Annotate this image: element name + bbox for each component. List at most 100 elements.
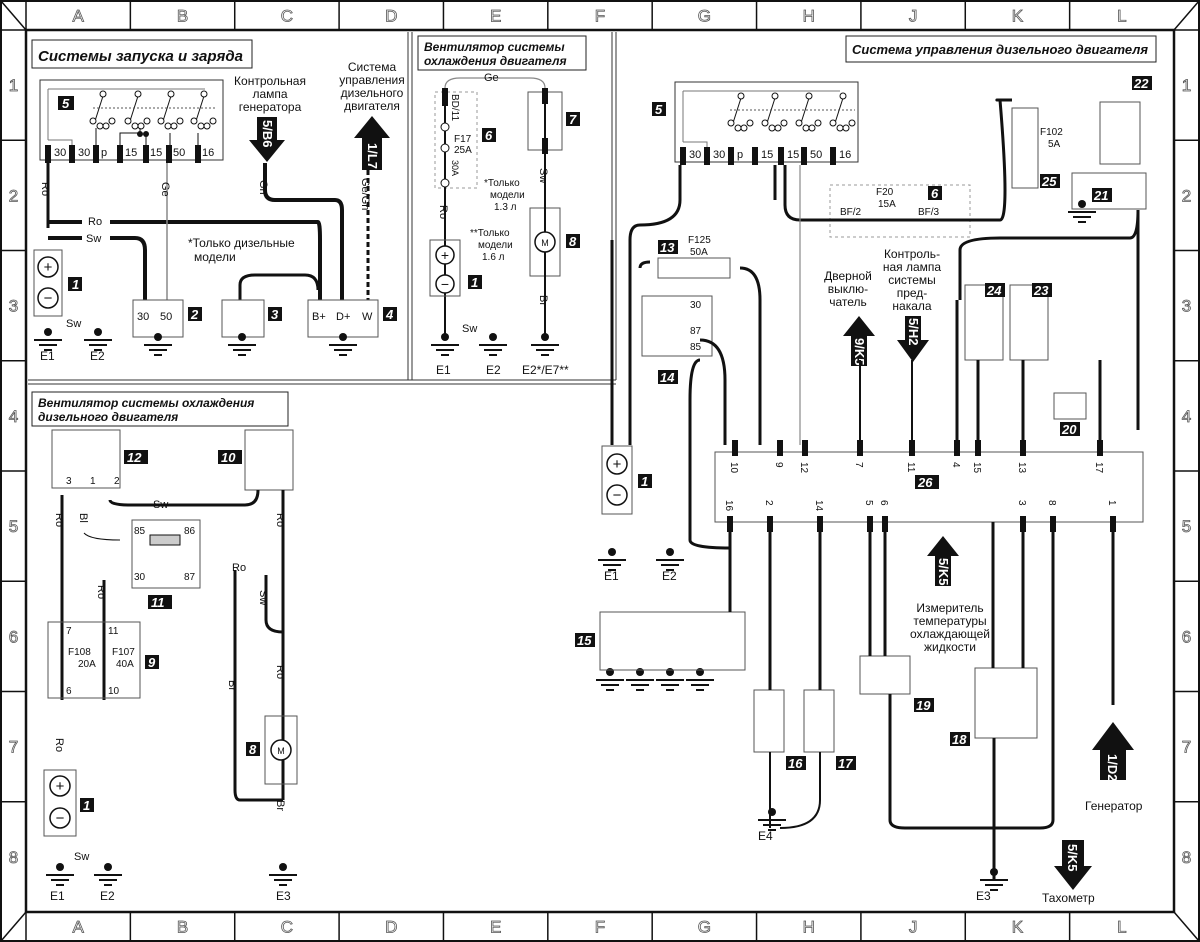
svg-text:Sw: Sw (74, 851, 89, 863)
terminal-label: 30 (689, 149, 701, 161)
svg-text:+: + (441, 247, 449, 263)
svg-text:Sw: Sw (86, 233, 101, 245)
svg-text:Ro: Ro (39, 182, 51, 196)
svg-text:1: 1 (641, 474, 648, 489)
wires-start (46, 163, 370, 300)
note-diesel: *Только дизельные модели (188, 236, 295, 264)
svg-text:15A: 15A (878, 199, 896, 210)
ecu-pin-label: 1 (1106, 500, 1117, 506)
grid-column-label: L (1117, 918, 1126, 937)
ecu-pin (1020, 440, 1026, 456)
svg-text:5/H2: 5/H2 (906, 318, 921, 345)
svg-text:25: 25 (1041, 174, 1057, 189)
terminal-label: 16 (202, 147, 214, 159)
svg-text:пред-: пред- (897, 286, 928, 300)
ecu-pin-label: 5 (863, 500, 874, 506)
section-dividers (28, 32, 617, 385)
svg-text:24: 24 (986, 283, 1002, 298)
grid-row-label: 1 (9, 76, 18, 95)
grid-column-label: E (490, 7, 501, 26)
grid-row-label: 4 (1182, 407, 1191, 426)
grid-column-label: G (698, 7, 711, 26)
svg-text:Ro: Ro (95, 585, 107, 599)
svg-text:10: 10 (221, 450, 236, 465)
badge-1 (68, 277, 82, 291)
svg-text:*Только: *Только (484, 178, 520, 189)
svg-text:87: 87 (690, 326, 702, 337)
ecu-pin (909, 440, 915, 456)
svg-text:Ro: Ro (53, 513, 65, 527)
svg-text:D+: D+ (336, 311, 350, 323)
svg-text:1/D2: 1/D2 (1105, 754, 1120, 781)
arrow-tacho (1054, 840, 1092, 890)
section-title: Вентилятор системы (424, 40, 565, 54)
grid-column-label: D (385, 7, 397, 26)
grid-column-label: H (803, 7, 815, 26)
ecu-pin-label: 15 (971, 462, 982, 474)
svg-text:15: 15 (577, 633, 592, 648)
svg-text:Ro: Ro (274, 665, 286, 679)
svg-text:охлаждения двигателя: охлаждения двигателя (424, 54, 567, 68)
svg-text:M: M (541, 238, 549, 248)
grid-row-label: 7 (9, 738, 18, 757)
svg-text:E4: E4 (758, 829, 773, 843)
svg-text:*Только дизельные: *Только дизельные (188, 236, 295, 250)
svg-text:M: M (277, 746, 285, 756)
svg-text:Ro: Ro (53, 738, 65, 752)
ecu-pin-label: 6 (878, 500, 889, 506)
svg-text:1.3 л: 1.3 л (494, 202, 517, 213)
svg-text:20A: 20A (78, 659, 96, 670)
svg-text:лампа: лампа (252, 87, 287, 101)
svg-text:3: 3 (66, 476, 72, 487)
svg-text:жидкости: жидкости (924, 640, 976, 654)
svg-text:−: − (441, 276, 449, 292)
svg-text:Sw: Sw (257, 590, 269, 605)
terminal-label: 16 (839, 149, 851, 161)
svg-text:BD/11: BD/11 (449, 94, 460, 121)
ecu-pin-label: 16 (723, 500, 734, 512)
svg-text:−: − (613, 487, 622, 504)
section-diesel-control: Система управления дизельного двигателя … (575, 35, 1157, 905)
svg-text:11: 11 (151, 595, 165, 610)
ground-label: E1 (40, 349, 55, 363)
badge-4 (383, 307, 397, 321)
grid-column-label: H (803, 918, 815, 937)
svg-text:Sw: Sw (537, 168, 549, 183)
svg-text:системы: системы (888, 273, 936, 287)
svg-text:40A: 40A (116, 659, 134, 670)
ecu-pin-label: 2 (763, 500, 774, 506)
svg-text:17: 17 (838, 756, 853, 771)
svg-text:3: 3 (271, 307, 279, 322)
svg-text:Система: Система (348, 60, 397, 74)
svg-text:85: 85 (690, 342, 702, 353)
wire-labels-start: Ro Ge Gn Ge/Gn Ro Sw (39, 178, 371, 245)
terminal-label: 15 (125, 147, 137, 159)
ecu-box (714, 451, 1144, 523)
svg-text:13: 13 (660, 240, 675, 255)
svg-text:8: 8 (569, 234, 577, 249)
svg-text:11: 11 (108, 626, 119, 637)
svg-text:50A: 50A (690, 247, 708, 258)
svg-text:управления: управления (339, 73, 404, 87)
terminal-label: p (737, 149, 743, 161)
ecu-pin (975, 440, 981, 456)
arrow-coolant (927, 536, 959, 586)
grid-column-label: C (281, 7, 293, 26)
component-3 (221, 299, 265, 338)
battery: + − (33, 249, 63, 317)
svg-text:модели: модели (194, 250, 236, 264)
svg-text:E2: E2 (100, 889, 115, 903)
svg-text:BF/2: BF/2 (840, 207, 862, 218)
svg-text:+: + (56, 778, 65, 795)
terminal-label: 15 (761, 149, 773, 161)
svg-text:Ro: Ro (437, 205, 449, 219)
svg-text:ная лампа: ная лампа (883, 260, 942, 274)
ecu-pin-label: 7 (853, 462, 864, 468)
grid-row-label: 6 (1182, 627, 1191, 646)
svg-text:Sw: Sw (66, 318, 81, 330)
glow-plugs (599, 611, 746, 671)
grid-row-label: 5 (9, 517, 18, 536)
ecu-pin-label: 13 (1016, 462, 1027, 474)
